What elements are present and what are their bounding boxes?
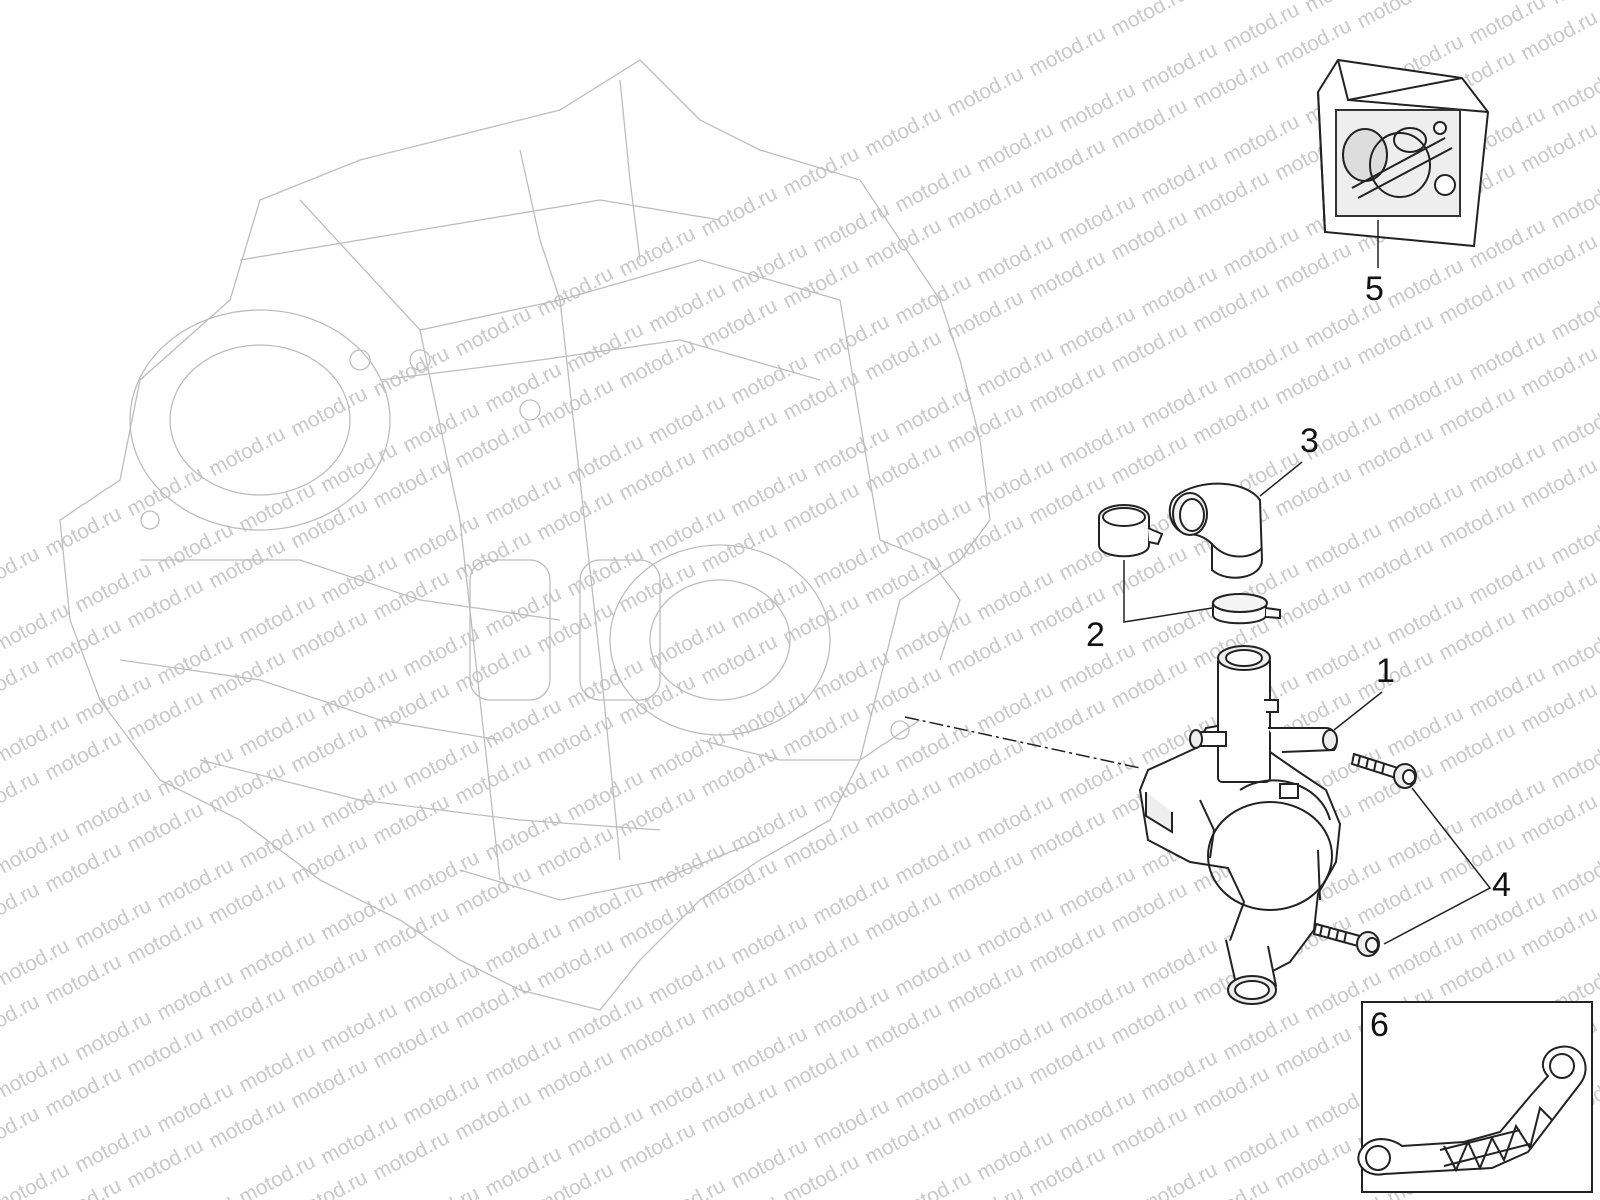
hose-clamp-upper: [1098, 504, 1164, 558]
support-bracket: [1357, 1045, 1587, 1176]
callout-4: 4: [1492, 866, 1511, 904]
gasket-kit-bag: [1316, 58, 1490, 248]
leader-line-1: [1333, 691, 1383, 731]
callout-5: 5: [1365, 270, 1384, 308]
hose-clamp-lower: [1212, 593, 1281, 625]
leader-line-3: [1259, 461, 1303, 497]
bolt-upper: [1350, 752, 1417, 789]
callout-2: 2: [1086, 616, 1105, 654]
bolt-lower: [1312, 922, 1380, 957]
elbow-hose: [1168, 482, 1264, 579]
callout-1: 1: [1376, 652, 1395, 690]
callout-6: 6: [1370, 1006, 1389, 1044]
callout-3: 3: [1300, 422, 1319, 460]
leader-line-2: [1123, 560, 1213, 623]
water-pump: [1138, 645, 1342, 1005]
mounting-axis-line: [904, 716, 1141, 769]
leader-line-4: [1383, 787, 1492, 945]
engine-block-ghost: [59, 59, 991, 1011]
